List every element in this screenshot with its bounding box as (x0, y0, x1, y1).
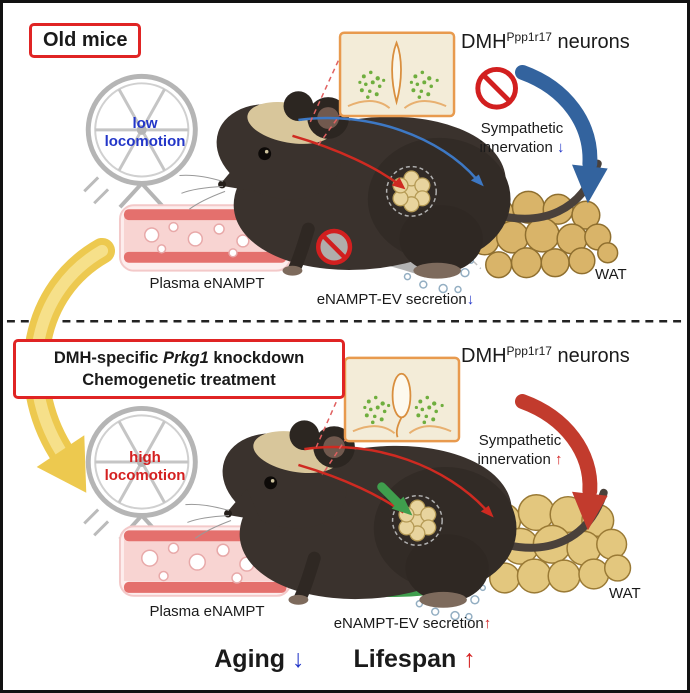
locomotion-label-bottom: high locomotion (104, 449, 186, 484)
aging-label: Aging (214, 645, 286, 673)
wat-label-top: WAT (595, 266, 627, 283)
ev-secretion-label-bottom: eNAMPT-EV secretion↑ (333, 615, 492, 632)
old-mice-label: Old mice (43, 29, 128, 51)
treatment-line2: Chemogenetic treatment (82, 371, 276, 389)
ev-up-arrow: ↑ (483, 615, 492, 632)
gene-name: Prkg1 (162, 349, 209, 367)
nerve-lines-bottom (298, 445, 494, 518)
lifespan-up-arrow: ↑ (463, 645, 476, 673)
old-mice-label-box: Old mice (29, 23, 142, 58)
sympathetic-label-bottom: Sympathetic innervation ↑ (477, 432, 563, 468)
sympathetic-arrow-bottom (515, 394, 608, 531)
prohibition-icon-sympathetic (475, 66, 518, 110)
ev-secretion-label-top: eNAMPT-EV secretion↓ (316, 291, 475, 308)
neurons-suffix: neurons (557, 31, 630, 53)
sympathetic-arrow-top (515, 64, 608, 204)
plasma-enampt-label-bottom: Plasma eNAMPT (149, 603, 265, 620)
outcome-summary: Aging ↓ Lifespan ↑ (3, 645, 687, 674)
sympathetic-line1: Sympathetic (480, 120, 564, 137)
sympathetic-down-arrow: ↓ (557, 139, 565, 156)
neurons-superscript: Ppp1r17 (506, 30, 552, 44)
treatment-line1: DMH-specific Prkg1 knockdown (53, 349, 305, 367)
prohibition-icon-ev (316, 228, 353, 265)
running-wheel-top (83, 73, 198, 209)
neurons-title-bottom: DMHPpp1r17 neurons (461, 344, 630, 367)
brain-inset-top (338, 31, 456, 118)
ev-down-arrow: ↓ (466, 291, 475, 308)
sympathetic-label-top: Sympathetic innervation ↓ (461, 119, 583, 157)
lifespan-label: Lifespan (353, 645, 457, 673)
locomotion-label-top: low locomotion (93, 115, 197, 151)
neurons-superscript: Ppp1r17 (506, 344, 552, 358)
brain-inset-bottom (343, 356, 461, 443)
locomotion-line2: locomotion (104, 133, 186, 150)
locomotion-line1: low (132, 115, 158, 132)
neurons-title-top: DMHPpp1r17 neurons (461, 30, 630, 54)
neurons-prefix: DMH (461, 31, 507, 53)
aging-down-arrow: ↓ (292, 645, 305, 673)
sympathetic-up-arrow: ↑ (555, 451, 563, 468)
wat-label-bottom: WAT (609, 585, 641, 602)
sympathetic-line2: innervation (479, 139, 553, 156)
plasma-enampt-label-top: Plasma eNAMPT (149, 275, 265, 292)
treatment-label-box: DMH-specific Prkg1 knockdown Chemogeneti… (13, 339, 345, 399)
